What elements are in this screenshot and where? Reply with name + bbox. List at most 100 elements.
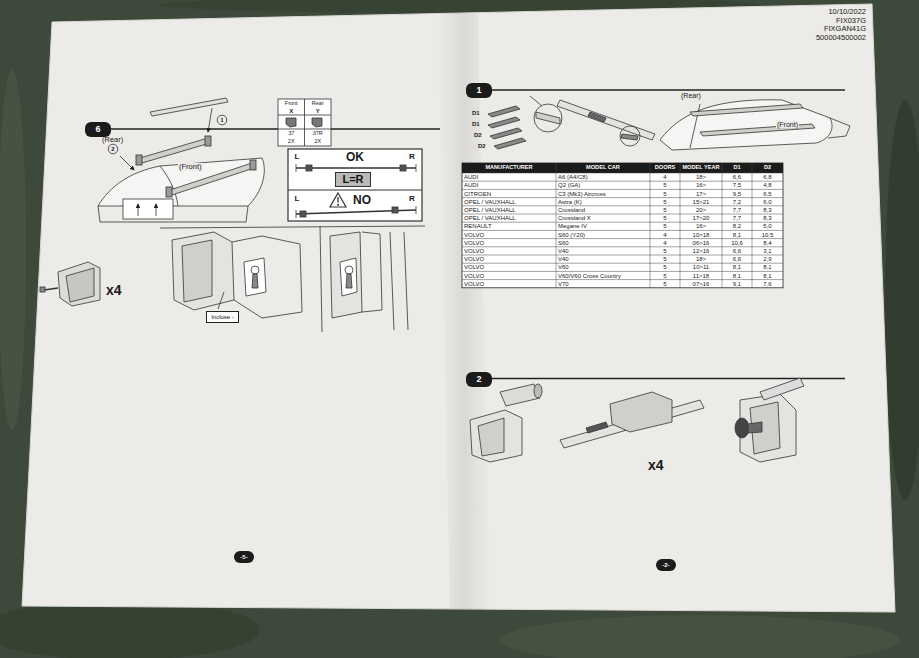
table-cell: 10>11 (693, 264, 709, 270)
table-cell: VOLVO (464, 273, 484, 279)
table-cell: 5 (663, 191, 666, 197)
table-rule (462, 173, 783, 174)
page-number: -2- (656, 559, 676, 571)
table-rule (462, 189, 783, 190)
equal-box: L=R (335, 172, 371, 187)
table-cell: 8,1 (733, 264, 741, 270)
node-text: 1 (476, 86, 481, 95)
table-cell: 17>20 (693, 215, 710, 221)
table-cell: V40 (558, 256, 569, 262)
table-cell: 7,6 (763, 281, 771, 287)
table-rule (462, 214, 783, 215)
side-label: L (295, 153, 300, 161)
table-cell: 10>18 (693, 232, 710, 238)
node-text: -5- (240, 554, 247, 560)
table-cell: 6,6 (733, 256, 741, 262)
step-badge: 2 (466, 372, 492, 387)
doc-code: 500004500002 (816, 34, 866, 42)
table-cell: 10,5 (762, 232, 774, 238)
callout-number: 2 (111, 146, 114, 152)
table-cell: 9,5 (733, 191, 741, 197)
table-cell: 5 (663, 256, 666, 262)
table-cell: RENAULT (464, 223, 492, 229)
table-cell: V60 (558, 264, 569, 270)
table-cell: C3 (Mk3) Aircross (558, 191, 606, 197)
table-cell: 8,1 (763, 264, 771, 270)
part-code: X (289, 108, 293, 114)
part-header: Front (285, 101, 298, 107)
table-cell: OPEL / VAUXHALL (464, 199, 516, 205)
table-header: D1 (733, 165, 740, 171)
table-cell: V40 (558, 248, 569, 254)
view-label: (Front) (178, 163, 203, 171)
table-header: MODEL CAR (586, 165, 620, 171)
table-cell: 7,7 (733, 207, 741, 213)
table-rule (462, 181, 783, 182)
node-text: -2- (662, 562, 669, 568)
table-header: DOORS (655, 165, 676, 171)
table-cell: Crossland X (558, 215, 591, 221)
table-cell: AUDI (464, 182, 478, 188)
table-cell: Q2 (GA) (558, 182, 580, 188)
table-cell: V60/V60 Cross Country (558, 273, 621, 279)
table-rule (462, 263, 783, 264)
table-rule (462, 238, 783, 239)
doc-code: FIXGAN41G (824, 25, 866, 33)
node-text: 6 (95, 125, 100, 134)
table-cell: 8,4 (763, 240, 771, 246)
dimension-label: D2 (474, 132, 482, 138)
table-cell: 8,3 (763, 207, 771, 213)
table-cell: 8,1 (733, 273, 741, 279)
table-cell: 6,6 (733, 248, 741, 254)
page-number: -5- (234, 551, 254, 563)
table-cell: 4 (663, 174, 666, 180)
table-cell: 16> (696, 223, 706, 229)
table-cell: 5 (663, 273, 666, 279)
table-rule (462, 279, 783, 280)
spec-table-grid (462, 163, 783, 288)
node-text: 2 (476, 375, 481, 384)
paper-sheet (22, 4, 895, 612)
table-cell: 5,0 (763, 223, 771, 229)
table-cell: OPEL / VAUXHALL (464, 215, 516, 221)
table-cell: VOLVO (464, 248, 484, 254)
table-cell: 4,8 (763, 182, 771, 188)
table-rule (752, 163, 753, 288)
table-header-band (462, 163, 783, 173)
step-badge: 6 (85, 122, 111, 137)
table-cell: 6,0 (763, 199, 771, 205)
node-text: Incluse - (211, 314, 234, 320)
table-rule (462, 230, 783, 231)
table-cell: 8,2 (733, 223, 741, 229)
node-text: L=R (342, 174, 363, 185)
table-cell: 7,5 (733, 182, 741, 188)
table-rule (722, 163, 723, 288)
table-cell: Astra (K) (558, 199, 582, 205)
step-badge: 1 (466, 83, 492, 98)
table-header: D2 (764, 165, 771, 171)
side-label: R (409, 153, 415, 161)
table-rule (462, 255, 783, 256)
table-cell: Crossland (558, 207, 585, 213)
table-cell: 10,6 (731, 240, 743, 246)
side-label: R (409, 195, 415, 203)
table-cell: 06>16 (693, 240, 710, 246)
table-cell: 5 (663, 223, 666, 229)
table-cell: S60 (Y20) (558, 232, 585, 238)
table-cell: 2,9 (763, 256, 771, 262)
table-cell: 7,2 (733, 199, 741, 205)
page-fold (438, 13, 490, 610)
table-cell: 07>16 (693, 281, 710, 287)
table-cell: VOLVO (464, 232, 484, 238)
table-cell: 11>18 (693, 273, 709, 279)
table-cell: 5 (663, 215, 666, 221)
view-label: (Front) (776, 121, 799, 128)
table-cell: 15>21 (693, 199, 710, 205)
quantity: 2X (314, 139, 321, 145)
callout-number: 1 (220, 117, 223, 123)
table-cell: 5 (663, 248, 666, 254)
table-rule (462, 222, 783, 223)
quantity: x4 (648, 458, 664, 472)
table-rule (462, 246, 783, 247)
